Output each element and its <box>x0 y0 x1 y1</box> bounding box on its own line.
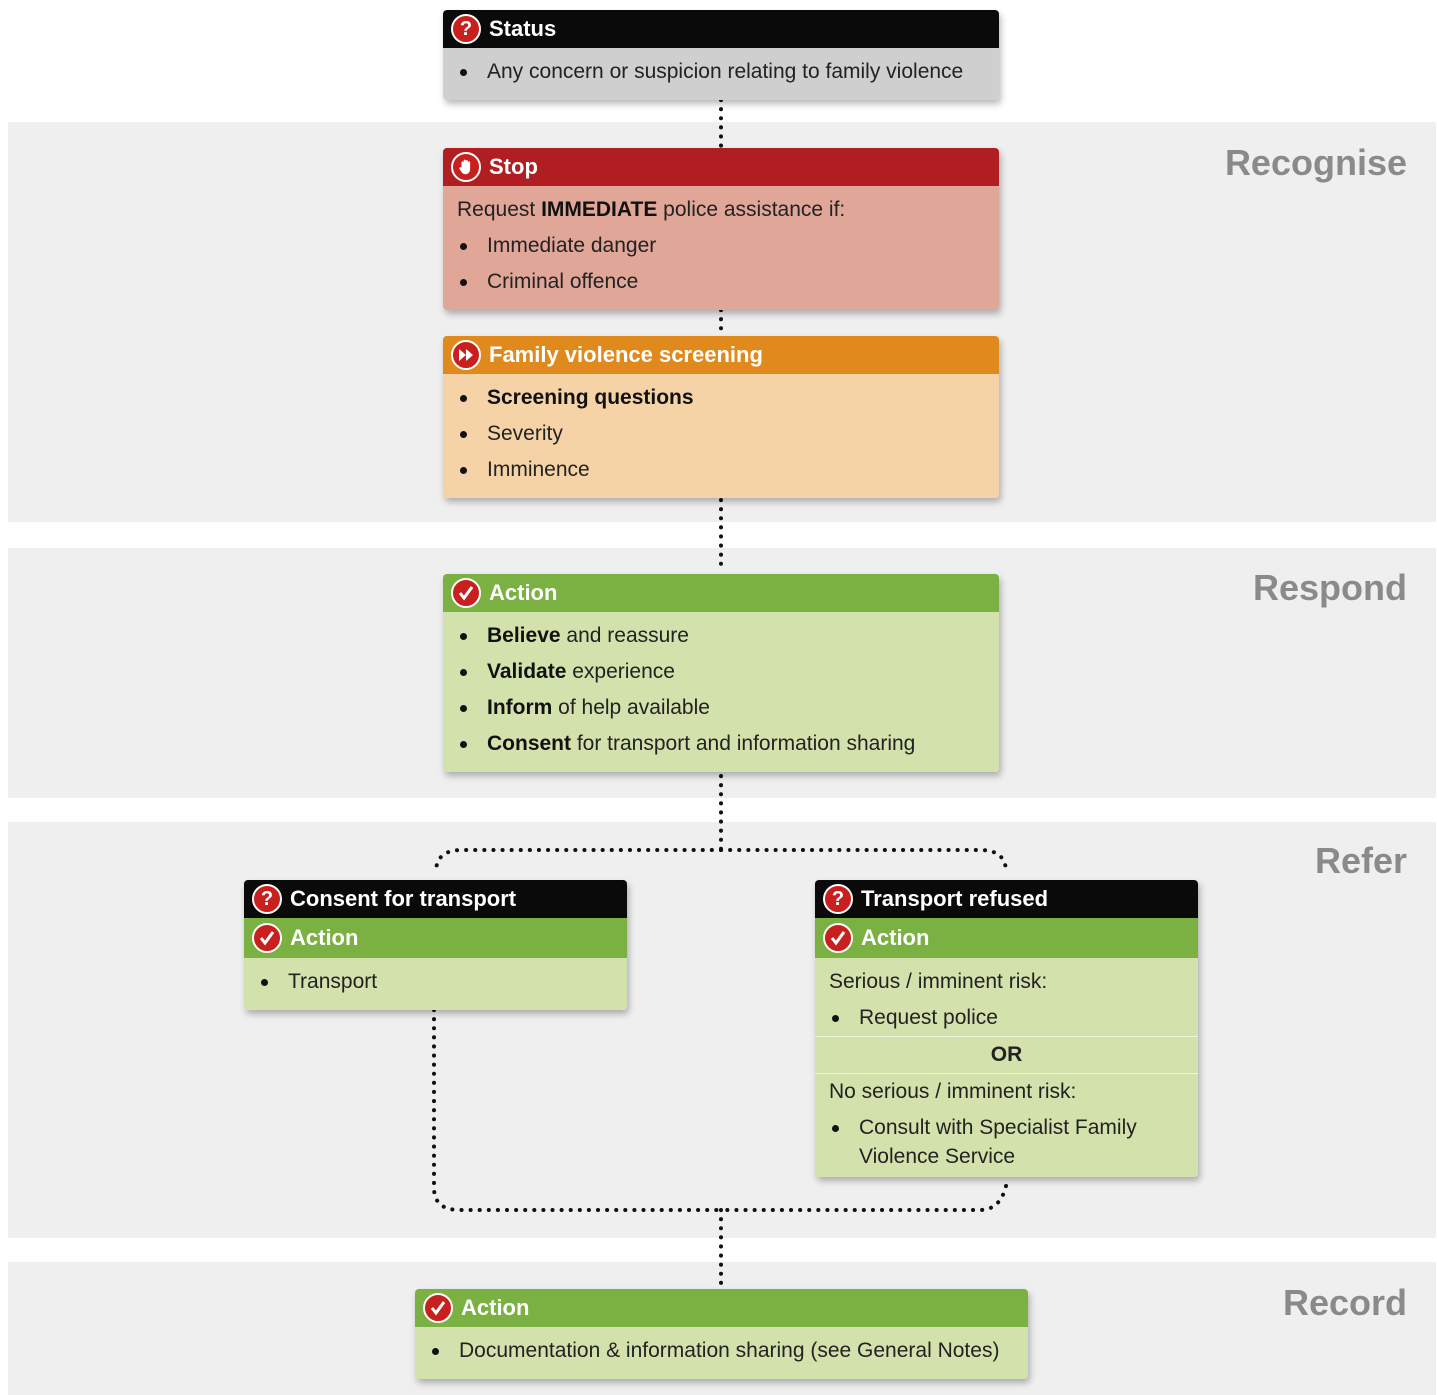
stop-intro: Request IMMEDIATE police assistance if: <box>457 192 985 228</box>
respond-action-body: Believe and reassure Validate experience… <box>443 612 999 772</box>
record-action-header: Action <box>415 1289 1028 1327</box>
section-label-record: Record <box>1282 1282 1407 1323</box>
consent-body: Transport <box>244 958 627 1010</box>
connector-split-left <box>434 848 723 874</box>
question-icon: ? <box>252 884 282 914</box>
screening-item: Screening questions <box>457 380 985 416</box>
check-icon <box>451 578 481 608</box>
status-body: Any concern or suspicion relating to fam… <box>443 48 999 100</box>
respond-action-title: Action <box>489 580 558 605</box>
stop-box: Stop Request IMMEDIATE police assistance… <box>443 148 999 310</box>
status-header: ? Status <box>443 10 999 48</box>
no-serious-risk-item: Consult with Specialist Family Violence … <box>829 1110 1184 1171</box>
respond-action-header: Action <box>443 574 999 612</box>
respond-item-rest: of help available <box>552 696 710 719</box>
section-label-respond: Respond <box>1252 567 1407 608</box>
respond-item: Believe and reassure <box>457 618 985 654</box>
respond-item-bold: Believe <box>487 624 561 647</box>
question-icon: ? <box>823 884 853 914</box>
respond-item-rest: for transport and information sharing <box>571 732 916 755</box>
stop-item: Criminal offence <box>457 264 985 300</box>
consent-action-title: Action <box>290 925 359 950</box>
consent-action-header: Action <box>244 918 627 958</box>
status-box: ? Status Any concern or suspicion relati… <box>443 10 999 100</box>
respond-item: Consent for transport and information sh… <box>457 726 985 762</box>
respond-item-rest: experience <box>566 660 675 683</box>
hand-icon <box>451 152 481 182</box>
refused-title: Transport refused <box>861 886 1049 911</box>
section-label-refer: Refer <box>1314 840 1407 881</box>
divider <box>815 1073 1198 1074</box>
consent-box: ? Consent for transport Action Transport <box>244 880 627 1010</box>
refused-action-title: Action <box>861 925 930 950</box>
stop-intro-bold: IMMEDIATE <box>541 198 658 221</box>
stop-intro-post: police assistance if: <box>657 198 846 221</box>
divider <box>815 1036 1198 1037</box>
record-action-body: Documentation & information sharing (see… <box>415 1327 1028 1379</box>
check-icon <box>252 923 282 953</box>
record-item: Documentation & information sharing (see… <box>429 1333 1014 1369</box>
record-action-box: Action Documentation & information shari… <box>415 1289 1028 1379</box>
stop-header: Stop <box>443 148 999 186</box>
check-icon <box>823 923 853 953</box>
respond-item: Inform of help available <box>457 690 985 726</box>
screening-body: Screening questions Severity Imminence <box>443 374 999 498</box>
record-action-title: Action <box>461 1295 530 1320</box>
screening-header: Family violence screening <box>443 336 999 374</box>
stop-body: Request IMMEDIATE police assistance if: … <box>443 186 999 310</box>
no-serious-risk-label: No serious / imminent risk: <box>829 1080 1077 1103</box>
respond-item-bold: Validate <box>487 660 567 683</box>
question-icon: ? <box>451 14 481 44</box>
respond-item-bold: Inform <box>487 696 553 719</box>
screening-item: Severity <box>457 416 985 452</box>
refused-box: ? Transport refused Action Serious / imm… <box>815 880 1198 1177</box>
screening-box: Family violence screening Screening ques… <box>443 336 999 498</box>
connector-left-merge <box>432 1008 723 1212</box>
serious-risk-label: Serious / imminent risk: <box>829 970 1048 993</box>
stop-intro-pre: Request <box>457 198 542 221</box>
status-title: Status <box>489 16 557 41</box>
stop-item: Immediate danger <box>457 228 985 264</box>
respond-item: Validate experience <box>457 654 985 690</box>
respond-action-box: Action Believe and reassure Validate exp… <box>443 574 999 772</box>
screening-item: Imminence <box>457 452 985 488</box>
fast-forward-icon <box>451 340 481 370</box>
consent-header: ? Consent for transport <box>244 880 627 918</box>
stop-title: Stop <box>489 154 538 179</box>
consent-title: Consent for transport <box>290 886 517 911</box>
or-label: OR <box>990 1043 1023 1066</box>
screening-title: Family violence screening <box>489 342 763 367</box>
screening-item-bold: Screening questions <box>487 386 694 409</box>
connector-split-right <box>719 848 1008 874</box>
refused-action-header: Action <box>815 918 1198 958</box>
refused-header: ? Transport refused <box>815 880 1198 918</box>
section-label-recognise: Recognise <box>1224 142 1407 183</box>
status-item: Any concern or suspicion relating to fam… <box>457 54 985 90</box>
serious-risk-item: Request police <box>829 1000 1184 1036</box>
respond-item-rest: and reassure <box>560 624 689 647</box>
connector-right-merge <box>719 1184 1008 1212</box>
respond-item-bold: Consent <box>487 732 571 755</box>
refused-body: Serious / imminent risk: Request police … <box>815 958 1198 1177</box>
consent-item: Transport <box>258 964 613 1000</box>
check-icon <box>423 1293 453 1323</box>
